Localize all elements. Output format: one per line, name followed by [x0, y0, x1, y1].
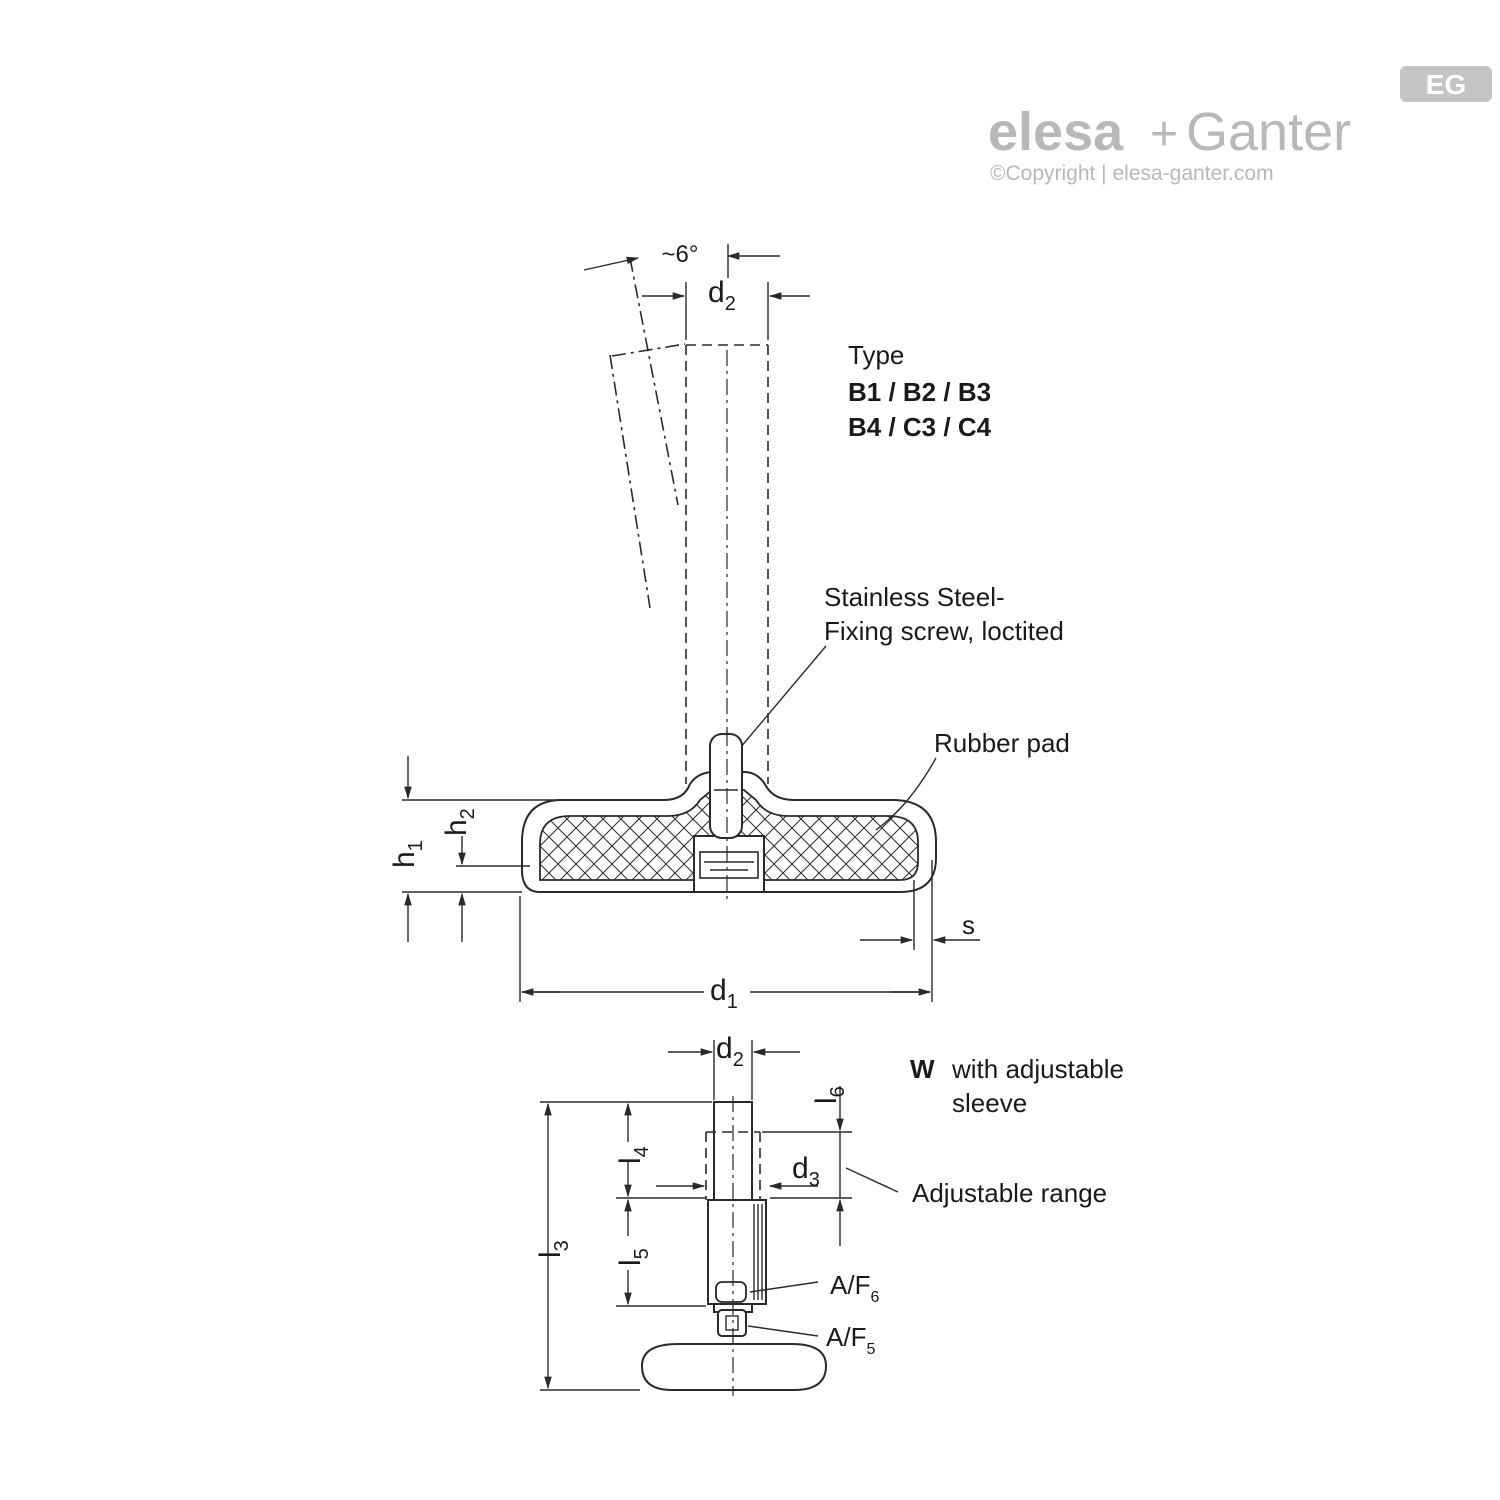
- l6-dimension: l6: [762, 1086, 852, 1246]
- type-heading: Type: [848, 340, 904, 370]
- l3-l4-l5-dimensions: l3 l4 l5: [534, 1101, 712, 1391]
- d1-dimension: d1: [519, 896, 932, 1013]
- h1-h2-dimensions: h1 h2: [388, 756, 560, 942]
- screw-callout-line-2: Fixing screw, loctited: [824, 616, 1064, 646]
- base-body: [521, 730, 937, 900]
- w-letter: W: [910, 1054, 935, 1084]
- screw-callout-line-1: Stainless Steel-: [824, 582, 1005, 612]
- column-phantom: [685, 344, 769, 784]
- brand-logo: EG elesa + Ganter ©Copyright | elesa-gan…: [988, 66, 1492, 185]
- tilted-column-phantom: [609, 257, 686, 609]
- type-line-1: B1 / B2 / B3: [848, 377, 991, 407]
- d3-dimension: d3: [656, 1152, 820, 1191]
- fixing-screw: [709, 733, 743, 839]
- type-block: Type B1 / B2 / B3 B4 / C3 / C4: [848, 340, 992, 442]
- h1-label: h1: [388, 840, 427, 868]
- angle-dimension: ~6°: [583, 241, 780, 278]
- h2-label: h2: [440, 808, 479, 836]
- s-label: s: [962, 910, 975, 940]
- l4-label: l4: [614, 1146, 653, 1164]
- af-callouts: A/F6 A/F5: [747, 1270, 879, 1358]
- d2-top-label: d2: [708, 276, 736, 315]
- rubber-pad-callout: Rubber pad: [875, 728, 1070, 831]
- d2-top-dimension: d2: [642, 276, 810, 340]
- l6-label: l6: [810, 1086, 849, 1104]
- angle-label: ~6°: [662, 241, 699, 268]
- af6-label: A/F6: [830, 1270, 879, 1306]
- l3-label: l3: [534, 1240, 573, 1258]
- adjustable-sleeve-assembly: [640, 1096, 828, 1396]
- l5-label: l5: [614, 1248, 653, 1266]
- logo-brand-left: elesa: [988, 102, 1124, 162]
- type-line-2: B4 / C3 / C4: [848, 412, 992, 442]
- w-line-2: sleeve: [952, 1088, 1027, 1118]
- rubber-pad-label: Rubber pad: [934, 728, 1070, 758]
- d2-bottom-dimension: d2: [668, 1032, 800, 1100]
- d3-label: d3: [792, 1152, 820, 1191]
- adjustable-range-callout: Adjustable range: [845, 1167, 1107, 1208]
- s-dimension: s: [860, 860, 980, 1002]
- d2-bottom-label: d2: [716, 1032, 744, 1071]
- logo-plus: +: [1150, 108, 1178, 161]
- w-line-1: with adjustable: [951, 1054, 1124, 1084]
- foot-base: [640, 1343, 828, 1391]
- logo-copyright: ©Copyright | elesa-ganter.com: [990, 162, 1274, 185]
- adjustable-range-label: Adjustable range: [912, 1178, 1107, 1208]
- af5-label: A/F5: [826, 1322, 875, 1358]
- d1-label: d1: [710, 974, 738, 1013]
- logo-badge-text: EG: [1426, 69, 1466, 100]
- logo-badge: [1400, 66, 1492, 102]
- w-block: W with adjustable sleeve: [910, 1054, 1124, 1118]
- screw-callout: Stainless Steel- Fixing screw, loctited: [739, 582, 1064, 749]
- logo-brand-right: Ganter: [1186, 102, 1351, 162]
